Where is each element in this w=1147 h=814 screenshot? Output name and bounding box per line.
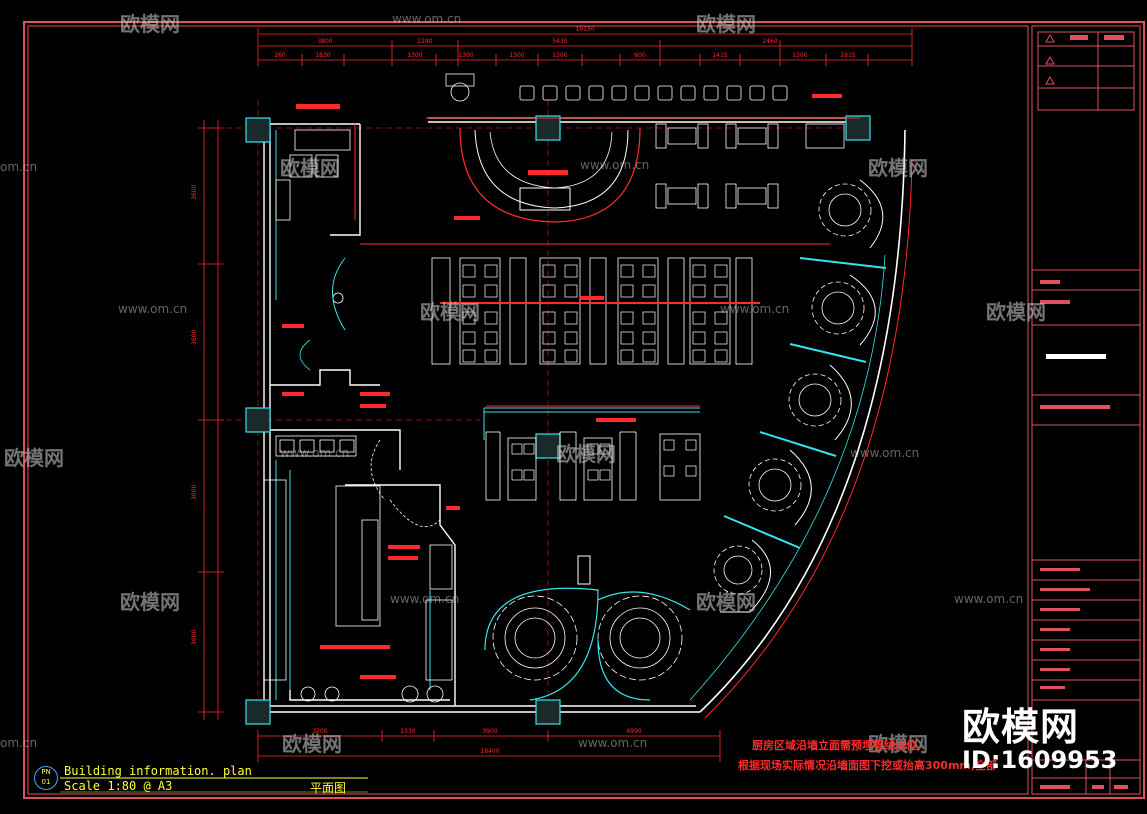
construction-note-line2: 根据现场实际情况沿墙面图下挖或抬高300mm,全部 [738,759,998,772]
dim-top-inner-5: 1300 [509,52,524,59]
red-labels [282,94,842,679]
watermark: 欧模网 [420,300,480,324]
dim-top-1: 3800 [317,38,332,45]
plan-number-top: PN [41,768,51,776]
dining-grid-chairs [462,264,728,363]
columns [245,115,871,725]
watermark-url: om.cn [0,160,38,174]
dim-left-1: 3600 [191,185,198,200]
large-round-tables [492,595,683,681]
watermark-url: www.om.cn [280,446,350,460]
watermark: 欧模网 [282,732,342,756]
dim-left-2: 3600 [191,330,198,345]
plan-number-bottom: 01 [41,778,51,786]
dim-left-3: 3600 [191,485,198,500]
dim-top-4: 2460 [762,38,777,45]
dimension-lines-left [198,120,224,720]
bar-stools [519,85,788,101]
dim-left-4: 3600 [191,630,198,645]
dim-bottom-1: 3200 [312,728,327,735]
dim-total-top: 19130 [575,26,594,33]
dim-top-inner-7: 600 [634,52,646,59]
watermark-url: www.om.cn [850,446,920,460]
kitchen-equipment [263,129,453,703]
dim-top-inner-1: 260 [274,52,286,59]
dim-top-inner-3: 1300 [407,52,422,59]
watermark-url: www.om.cn [118,302,188,316]
dim-bottom-total: 18400 [480,748,499,755]
watermark: 欧模网 [280,156,340,180]
curved-facade-red [704,159,913,719]
watermark-url: www.om.cn [390,592,460,606]
dining-grid-booths [431,257,753,365]
dimension-text-left: 3600 3600 3600 3600 [191,185,198,645]
bar-counter-arc [459,127,641,223]
watermark: 欧模网 [120,12,180,36]
dim-top-inner-4: 1300 [458,52,473,59]
dimension-lines-bottom [257,730,721,762]
drawing-title-en: Building information. plan Scale 1:80 @ … [64,764,252,794]
watermark: 欧模网 [556,442,616,466]
sheet-border [23,21,1145,799]
dim-top-inner-9: 1300 [792,52,807,59]
watermark: 欧模网 [120,590,180,614]
model-id: ID:1609953 [962,746,1118,774]
watermark-url: www.om.cn [720,302,790,316]
dim-top-inner-10: 1815 [840,52,855,59]
watermark: 欧模网 [868,156,928,180]
square-tables-top [655,123,845,209]
dimension-lines-top [257,28,913,66]
watermark-url: www.om.cn [954,592,1024,606]
vip-room-dividers [723,257,887,549]
watermark: 欧模网 [4,446,64,470]
sheet-inner-border [27,25,1029,795]
watermark-url: www.om.cn [578,736,648,750]
watermark-url: om.cn [0,736,38,750]
watermark: 欧模网 [986,300,1046,324]
plan-number-badge: PN 01 [34,766,58,790]
vip-room-arcs [720,179,884,613]
reception-desk [445,73,475,102]
dimension-text-top: 19130 3800 2240 5430 2460 260 1830 1300 … [274,26,856,59]
drawing-title-cn: 平面图 [310,781,347,795]
dim-top-inner-2: 1830 [315,52,330,59]
watermark: 欧模网 [868,732,928,756]
axis-grid-lines [226,100,870,720]
drawing-title-line1: Building information. plan [64,764,252,778]
dim-top-3: 5430 [552,38,567,45]
round-tables-right [713,183,872,595]
dim-top-inner-8: 1415 [712,52,727,59]
curved-facade [699,129,906,713]
title-block-small-text [1040,35,1128,789]
middle-booth-row [485,431,701,501]
dimension-text-bottom: 3200 1330 3900 4990 18400 [312,728,641,755]
partitions-cyan [275,130,700,700]
title-block [1031,25,1141,795]
dim-top-inner-6: 1300 [552,52,567,59]
watermark: 欧模网 [696,12,756,36]
drawing-scale: Scale 1:80 @ A3 [64,779,173,793]
red-markers [354,117,860,407]
watermark-url: www.om.cn [392,12,462,26]
watermark: 欧模网 [696,590,756,614]
brand-logo-text: 欧模网 [962,705,1080,749]
dim-bottom-2: 1330 [400,728,415,735]
warning-icons [1045,33,1055,85]
toilet-door-arc [332,257,346,331]
dim-top-2: 2240 [417,38,432,45]
watermark-url: www.om.cn [580,158,650,172]
dim-bottom-4: 4990 [626,728,641,735]
dim-bottom-3: 3900 [482,728,497,735]
construction-note-line1: 厨房区域沿墙立面需预埋管线点位, [752,739,922,752]
